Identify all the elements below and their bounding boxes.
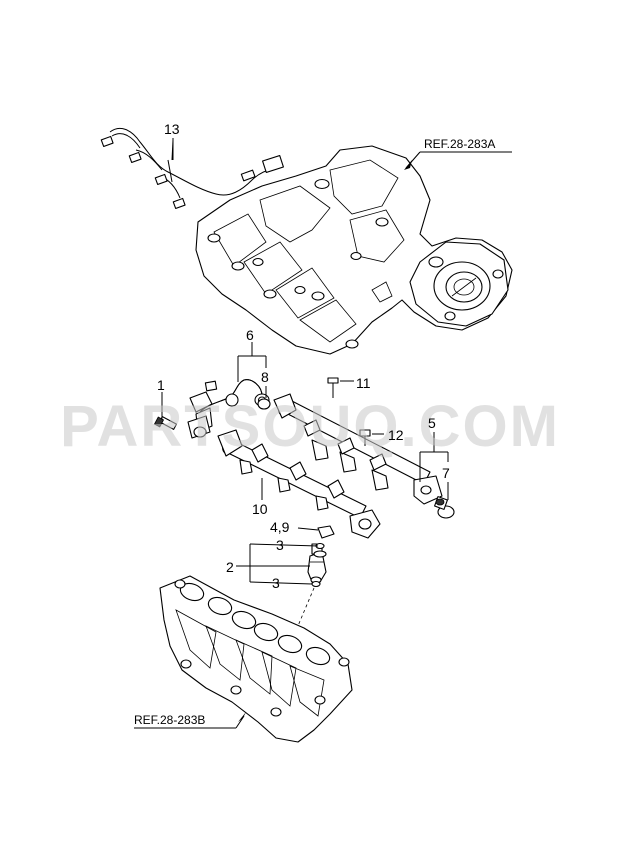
callout-8: 8 — [261, 369, 269, 385]
upper-intake-manifold[interactable] — [195, 145, 513, 355]
fuel-delivery-pipe-right[interactable] — [273, 393, 443, 505]
callout-10: 10 — [252, 501, 268, 517]
callout-12: 12 — [388, 427, 404, 443]
callout-1: 1 — [157, 377, 165, 393]
ref-label-upper: REF.28-283A — [424, 137, 495, 151]
fuel-injector[interactable] — [307, 543, 327, 584]
callout-6: 6 — [246, 327, 254, 343]
fuel-delivery-pipe-left[interactable] — [217, 429, 381, 539]
injector-o-ring-lower[interactable] — [311, 580, 321, 588]
callout-13: 13 — [164, 121, 180, 137]
injector-clip[interactable] — [317, 525, 335, 539]
callout-4-9: 4,9 — [270, 519, 290, 535]
o-ring[interactable] — [257, 398, 271, 410]
leader-lines — [134, 138, 512, 729]
ref-label-lower: REF.28-283B — [134, 713, 205, 727]
injector-wiring-harness[interactable] — [100, 127, 284, 210]
callout-2: 2 — [226, 559, 234, 575]
callout-5: 5 — [428, 415, 436, 431]
callout-3-lower: 3 — [272, 575, 280, 591]
callout-7: 7 — [442, 465, 450, 481]
pressure-plug[interactable] — [434, 496, 455, 519]
callout-11: 11 — [356, 375, 371, 391]
lower-intake-manifold[interactable] — [159, 575, 353, 743]
callout-3-upper: 3 — [276, 537, 284, 553]
bolt-12[interactable] — [359, 429, 384, 446]
watermark: PARTSOUQ.COM — [60, 394, 560, 459]
bolt-11[interactable] — [327, 377, 354, 398]
